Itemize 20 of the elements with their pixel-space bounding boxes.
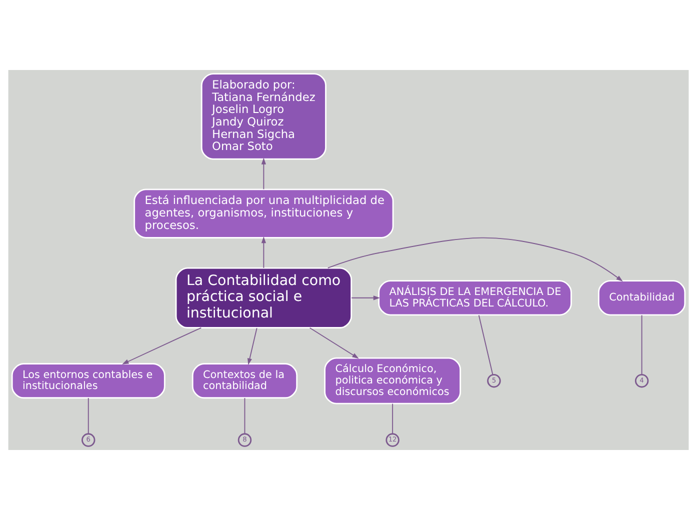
connector — [88, 398, 89, 434]
arrow — [261, 158, 266, 190]
arrow — [122, 327, 202, 364]
node-box: ANÁLISIS DE LA EMERGENCIA DE LAS PRÁCTICAS DEL CÁLCULO. — [378, 280, 572, 316]
node-box: Contextos de la contabilidad — [192, 363, 298, 399]
node-box: Cálculo Económico, politica económica y discursos económicos — [324, 357, 462, 404]
node-box: Elaborado por: Tatiana Fernández Joselin Logro Jandy Quiroz Hernan Sigcha Omar Soto — [200, 73, 326, 160]
node-box: La Contabilidad como práctica social e institucional — [175, 267, 352, 328]
node-box: Los entornos contables e institucionales — [11, 363, 166, 399]
connector — [392, 403, 394, 434]
arrow — [261, 236, 266, 268]
arrow — [351, 296, 380, 300]
arrow — [327, 237, 623, 282]
connector — [244, 398, 246, 434]
node-box: Está influenciada por una multiplicidad de agentes, organismos, instituciones y procesos. — [134, 188, 394, 238]
arrow — [247, 328, 258, 366]
node-box: Contabilidad — [598, 280, 686, 316]
connector — [641, 314, 642, 376]
connector — [478, 314, 494, 376]
arrow — [309, 327, 359, 359]
